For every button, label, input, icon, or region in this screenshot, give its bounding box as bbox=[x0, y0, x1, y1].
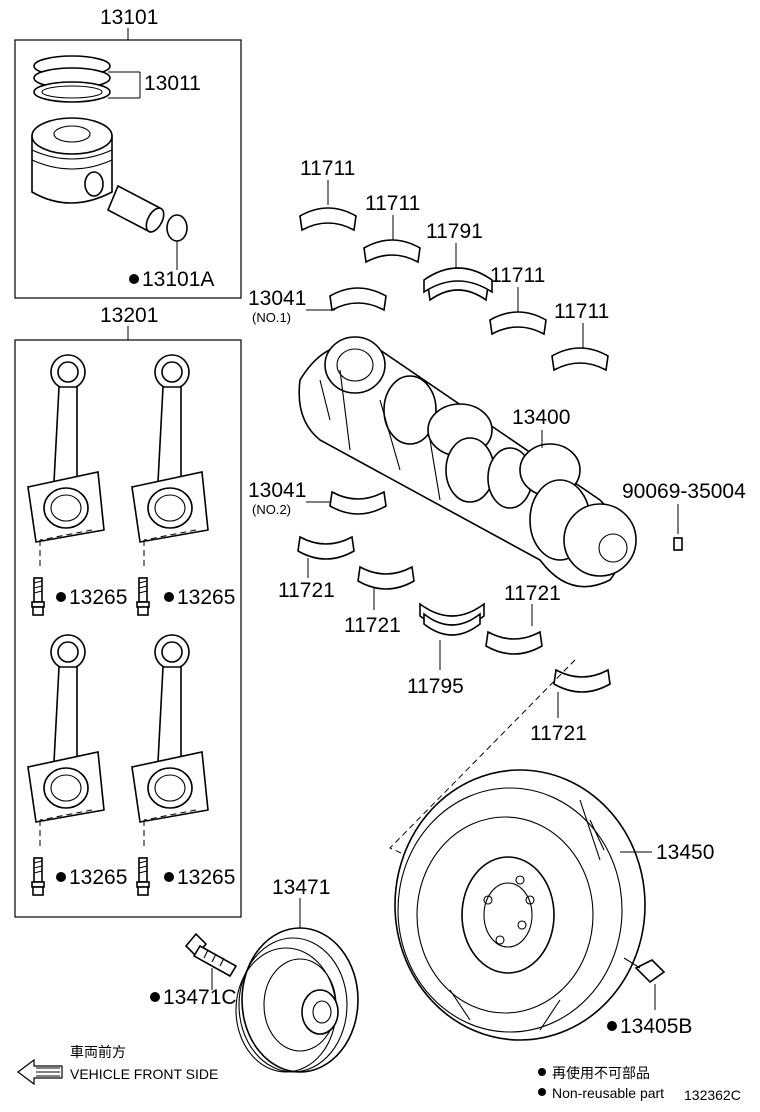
thrust-bearing-lower bbox=[419, 602, 485, 636]
label-11711-b: 11711 bbox=[365, 192, 420, 215]
label-11711-d: 11711 bbox=[554, 300, 609, 323]
main-bearing-lower-4 bbox=[553, 669, 611, 693]
flywheel-bolt bbox=[623, 957, 666, 984]
connecting-rod-box bbox=[14, 339, 242, 918]
label-13101a: 13101A bbox=[142, 268, 214, 291]
piston-assembly-box bbox=[14, 39, 242, 299]
label-11711-a: 11711 bbox=[300, 157, 355, 180]
label-13405b: 13405B bbox=[620, 1015, 692, 1038]
main-bearing-upper-2 bbox=[363, 239, 421, 263]
pulley-bolt bbox=[184, 932, 238, 978]
main-bearing-upper-3 bbox=[489, 311, 547, 335]
rod-bolt-1 bbox=[31, 577, 45, 616]
non-reusable-dot bbox=[129, 274, 139, 284]
piston bbox=[31, 117, 113, 204]
label-13400: 13400 bbox=[512, 406, 570, 429]
label-13265-b: 13265 bbox=[177, 586, 235, 609]
main-bearing-upper-4 bbox=[551, 347, 609, 371]
connecting-rod-1 bbox=[27, 354, 105, 543]
label-13471: 13471 bbox=[272, 876, 330, 899]
label-11791: 11791 bbox=[426, 220, 483, 243]
label-11795: 11795 bbox=[407, 675, 464, 698]
main-bearing-upper-1 bbox=[299, 207, 357, 231]
non-reusable-jp: 再使用不可部品 bbox=[552, 1065, 650, 1081]
main-bearing-lower-2 bbox=[357, 566, 415, 590]
vehicle-front-en: VEHICLE FRONT SIDE bbox=[70, 1066, 218, 1082]
main-bearing-lower-1 bbox=[297, 536, 355, 560]
label-11721-a: 11721 bbox=[278, 579, 335, 602]
label-90069-35004: 90069-35004 bbox=[622, 480, 746, 503]
crank-pulley bbox=[235, 927, 359, 1073]
label-13265-c: 13265 bbox=[69, 866, 127, 889]
main-bearing-lower-3 bbox=[485, 631, 543, 655]
rod-bolt-4 bbox=[136, 857, 150, 896]
label-13471c: 13471C bbox=[163, 986, 237, 1009]
label-13201: 13201 bbox=[100, 304, 158, 327]
label-13450: 13450 bbox=[656, 841, 714, 864]
label-no1: (NO.1) bbox=[252, 310, 291, 325]
rod-bolt-2 bbox=[136, 577, 150, 616]
label-11711-c: 11711 bbox=[490, 264, 545, 287]
label-13101: 13101 bbox=[100, 6, 158, 29]
label-11721-c: 11721 bbox=[504, 582, 561, 605]
piston-rings bbox=[33, 55, 111, 103]
connecting-rod-2 bbox=[131, 354, 209, 543]
crank-key bbox=[673, 537, 683, 551]
crankshaft bbox=[298, 336, 637, 588]
label-13041-no2: 13041 bbox=[248, 479, 306, 502]
diagram-code: 132362C bbox=[684, 1087, 741, 1103]
rod-bolt-3 bbox=[31, 857, 45, 896]
label-no2: (NO.2) bbox=[252, 502, 291, 517]
label-13011: 13011 bbox=[144, 72, 201, 95]
connecting-rod-3 bbox=[27, 634, 105, 823]
connecting-rod-4 bbox=[131, 634, 209, 823]
thrust-bearing-upper bbox=[423, 267, 493, 302]
label-13265-d: 13265 bbox=[177, 866, 235, 889]
rod-bearing-lower bbox=[329, 491, 387, 515]
snap-ring bbox=[166, 214, 188, 242]
piston-pin bbox=[106, 184, 165, 234]
rod-bearing-upper bbox=[329, 287, 387, 311]
label-13041-no1: 13041 bbox=[248, 287, 306, 310]
label-11721-d: 11721 bbox=[530, 722, 587, 745]
vehicle-front-jp: 車両前方 bbox=[70, 1044, 126, 1060]
flywheel bbox=[394, 769, 646, 1041]
label-13265-a: 13265 bbox=[69, 586, 127, 609]
label-11721-b: 11721 bbox=[344, 614, 401, 637]
non-reusable-en: Non-reusable part bbox=[552, 1085, 664, 1101]
front-arrow-icon bbox=[17, 1058, 63, 1086]
